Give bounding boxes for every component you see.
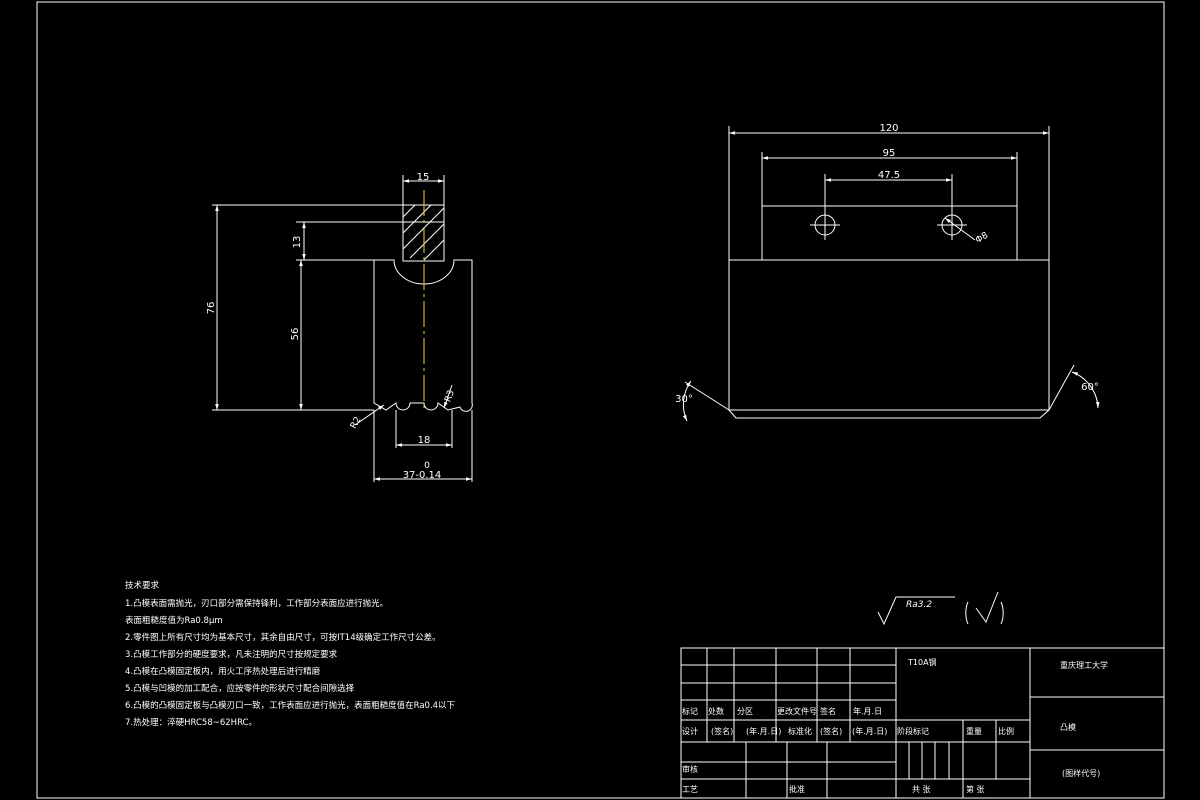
tb-scale-label: 比例 [998,726,1014,736]
angle-arc-left [682,380,692,422]
tb-header-signature: 签名 [820,706,836,716]
dim-text-radius-right: R3 [443,389,456,404]
dim-text-overall-height: 76 [206,302,217,315]
surface-roughness-symbol [877,591,1004,626]
punch-body [373,259,473,412]
angle-ext-right [1048,364,1075,411]
dim-text-angle-right: 60° [1081,382,1099,393]
dim-text-angle-left: 30° [675,394,693,405]
tb-university: 重庆理工大学 [1060,660,1108,670]
dim-text-tolerance-upper: 0 [424,461,430,471]
tech-req-line-7: 6.凸模的凸模固定板与凸模刃口一致，工作表面应进行抛光，表面粗糙度值在Ra0.4… [125,700,456,711]
top-plate [761,205,1018,261]
tb-design-signature: (签名) [711,726,733,736]
dim-text-plate-width: 95 [883,148,896,159]
tech-req-line-4: 3.凸模工作部分的硬度要求，凡未注明的尺寸按规定要求 [125,649,338,660]
tb-process-label: 工艺 [682,785,698,794]
tb-standardization-date: (年.月.日) [852,726,887,736]
tech-req-line-5: 4.凸模在凸模固定板内，用火工序热处理后进行精磨 [125,666,321,677]
tech-req-title: 技术要求 [125,580,160,591]
tb-weight-label: 重量 [966,726,982,736]
title-block [680,647,1165,799]
roughness-value: Ra3.2 [906,600,932,610]
dim-text-base-width: 37-0.14 [403,470,442,481]
tech-req-line-6: 5.凸模与凹模的加工配合，应按零件的形状尺寸配合间隙选择 [125,683,355,694]
tech-req-line-1: 1.凸模表面需抛光，刃口部分需保持锋利，工作部分表面应进行抛光。 [125,598,388,609]
dim-text-notch-width: 18 [418,435,431,446]
tb-approve-label: 批准 [789,784,805,794]
angle-arc-right [1071,371,1100,409]
tb-header-count: 处数 [708,706,724,716]
tb-part-name: 凸模 [1060,722,1076,732]
main-body [728,259,1050,419]
dim-text-top-width: 15 [417,172,430,183]
radius-leader-right [443,384,453,409]
tb-design-date: (年.月.日) [746,726,781,736]
title-block-text: T10A钢 重庆理工大学 凸模 (图样代号) 标记 处数 分区 更改文件号 签名… [682,657,1108,794]
radius-leader-left [354,404,385,426]
dim-text-overall-width: 120 [879,123,898,134]
tech-requirements: 技术要求 1.凸模表面需抛光，刃口部分需保持锋利，工作部分表面应进行抛光。 表面… [125,580,456,728]
tb-sheets-total: 共 张 [912,785,931,794]
tech-req-line-2: 表面粗糙度值为Ra0.8μm [125,615,223,626]
hole-leader [944,217,976,241]
tb-standardization-label: 标准化 [788,726,812,736]
tb-header-date: 年.月.日 [853,706,882,716]
dim-text-head-height: 13 [292,236,303,249]
tb-stage-label: 阶段标记 [897,726,929,736]
tb-header-change-doc: 更改文件号 [777,706,817,716]
tb-header-mark: 标记 [682,706,698,716]
dim-text-body-height: 56 [290,328,301,341]
drawing-frame [36,1,1165,799]
tb-material: T10A钢 [907,657,937,667]
dim-text-radius-left: R2 [349,415,364,430]
dim-text-hole-spacing: 47.5 [878,170,900,181]
tech-req-line-3: 2.零件图上所有尺寸均为基本尺寸，其余自由尺寸，可按IT14级确定工作尺寸公差。 [125,632,441,643]
angle-ext-left [684,381,730,411]
tb-design-label: 设计 [682,726,698,736]
left-view [212,175,473,482]
tb-standardization-signature: (签名) [820,726,842,736]
right-view [682,126,1100,422]
tb-sheet-no: 第 张 [966,784,985,794]
tb-header-zone: 分区 [737,707,753,716]
tech-req-line-8: 7.热处理：淬硬HRC58~62HRC。 [125,717,257,728]
tb-review-label: 审核 [682,764,698,774]
tb-drawing-number: (图样代号) [1062,768,1100,778]
dim-text-hole-diameter: Φ8 [974,231,990,246]
